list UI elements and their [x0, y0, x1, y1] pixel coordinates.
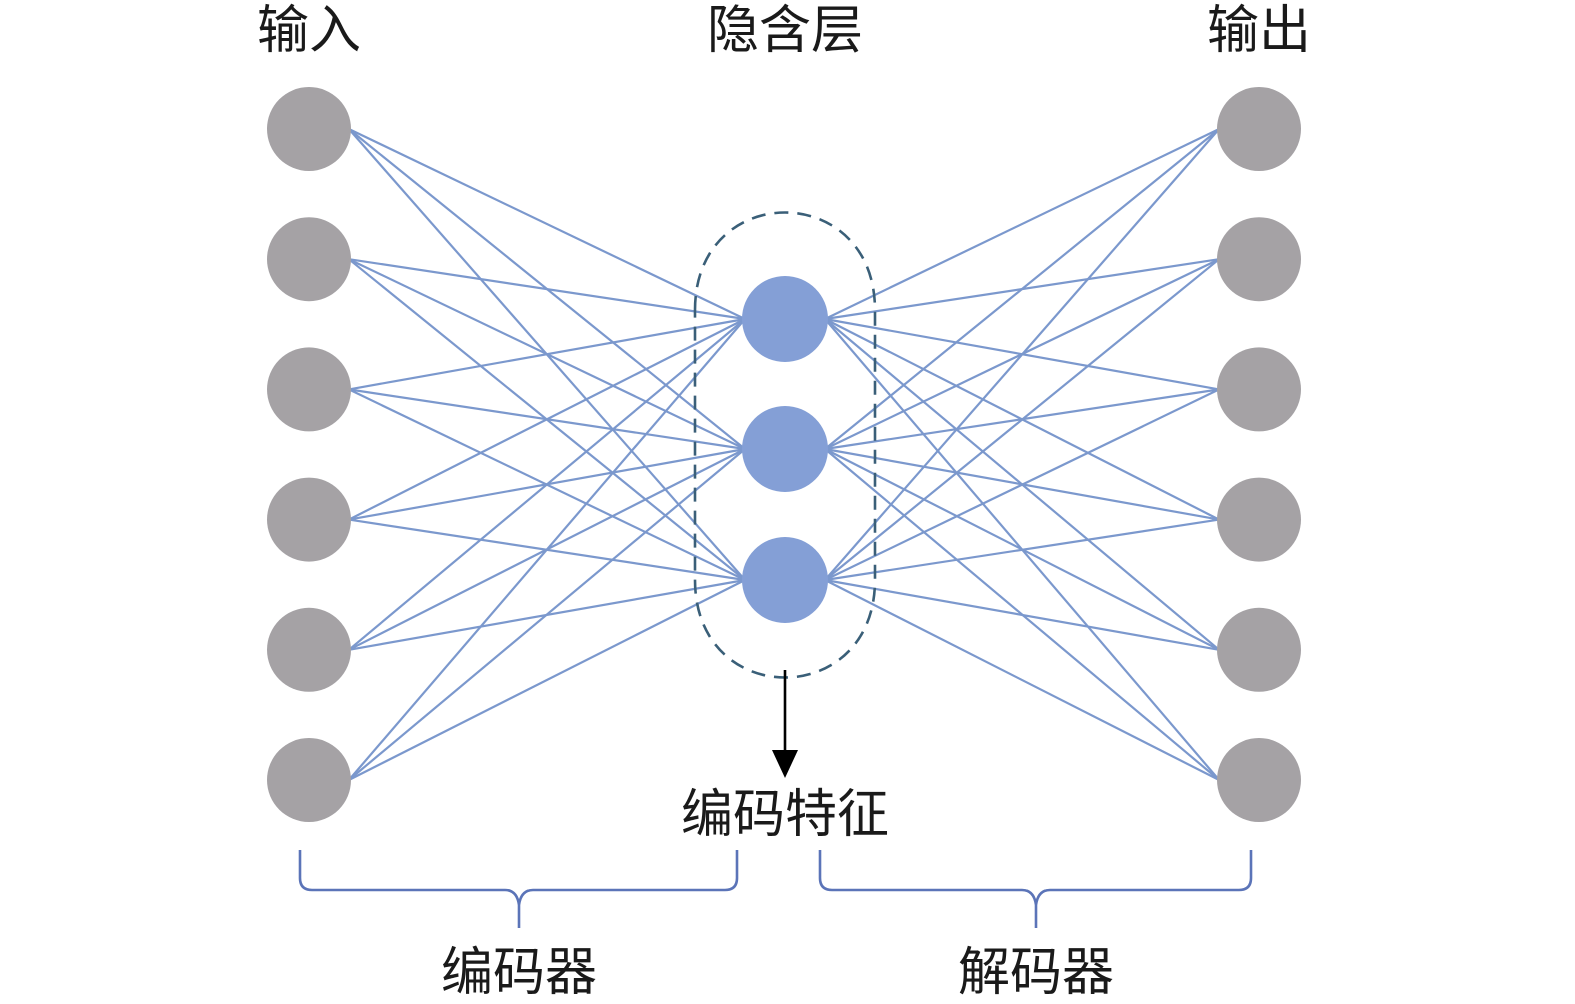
hidden-node-3 [742, 537, 828, 623]
encoder-edge-5-1 [348, 448, 746, 781]
decoder-edge-0-0 [824, 128, 1220, 320]
output-node-3 [1217, 347, 1301, 432]
hidden-layer-label: 隐含层 [707, 1, 863, 61]
encoder-edge-3-0 [348, 318, 746, 521]
output-node-1 [1217, 87, 1301, 171]
decoder-label: 解码器 [958, 943, 1114, 1003]
connection-edges [348, 128, 1220, 781]
input-node-2 [267, 217, 351, 302]
decoder-edge-2-1 [824, 258, 1220, 581]
encoder-edge-0-0 [348, 128, 746, 320]
hidden-layer-outline [693, 211, 877, 679]
encoder-edge-5-2 [348, 579, 746, 781]
decoder-brace [818, 850, 1253, 928]
encoder-edge-2-0 [348, 317, 746, 391]
decoder-edge-2-4 [824, 578, 1220, 651]
output-node-6 [1217, 738, 1301, 822]
encoder-edge-1-0 [348, 258, 746, 321]
decoder-edge-2-3 [824, 518, 1220, 582]
decoder-edge-1-0 [824, 128, 1220, 450]
output-node-5 [1217, 607, 1301, 692]
output-node-2 [1217, 217, 1301, 302]
encoder-edge-5-0 [348, 318, 746, 781]
input-node-1 [267, 87, 351, 171]
output-node-4 [1217, 477, 1301, 562]
input-node-6 [267, 738, 351, 822]
input-node-4 [267, 477, 351, 562]
nodes [267, 87, 1301, 822]
hidden-node-1 [742, 276, 828, 362]
input-layer-label: 输入 [257, 1, 361, 61]
hidden-node-2 [742, 406, 828, 492]
decoder-edge-2-0 [824, 128, 1220, 581]
decoder-edge-2-2 [824, 388, 1220, 581]
input-node-3 [267, 347, 351, 432]
code-feature-label: 编码特征 [681, 785, 889, 845]
output-layer-label: 输出 [1207, 1, 1311, 61]
encoder-brace [298, 850, 739, 928]
encoder-label: 编码器 [441, 943, 597, 1003]
input-node-5 [267, 607, 351, 692]
code-arrow-head [772, 750, 798, 778]
decoder-edge-2-5 [824, 579, 1220, 781]
encoder-edge-4-0 [348, 318, 746, 651]
